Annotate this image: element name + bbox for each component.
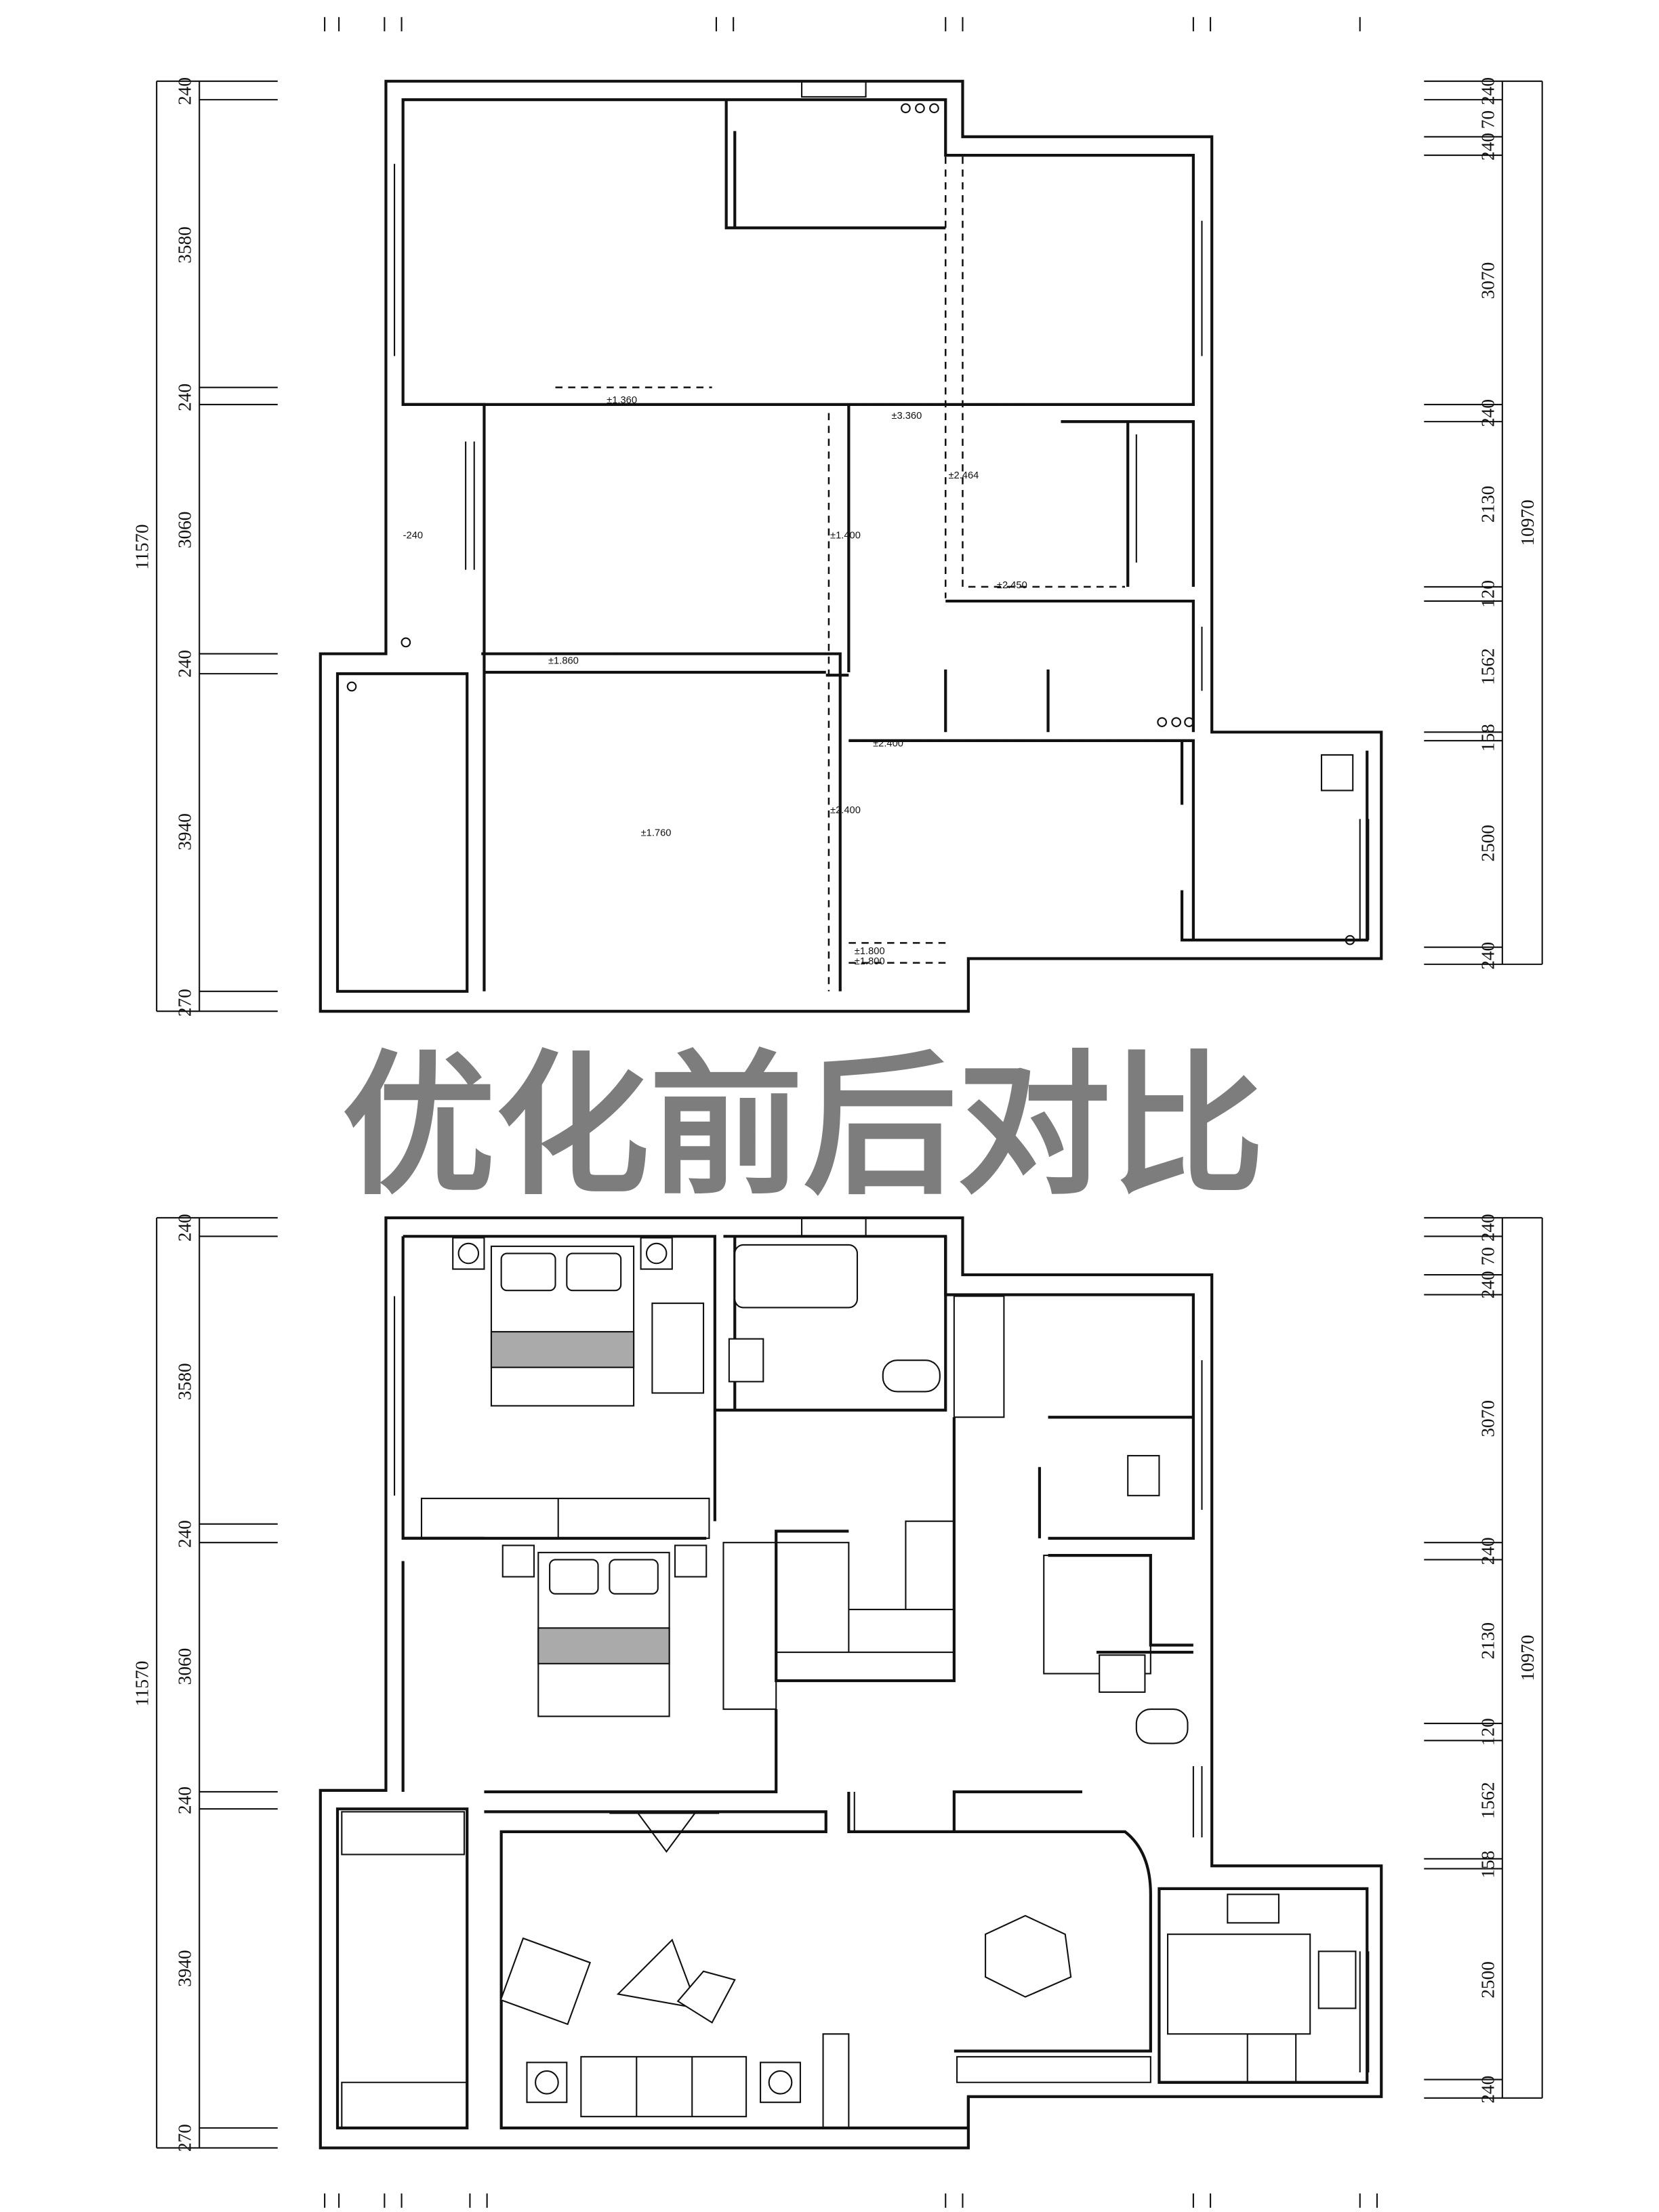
left-dimensions [156, 80, 278, 2149]
bathtub [734, 1244, 859, 1309]
dim-label: 158 [1477, 1851, 1498, 1879]
dim-label: 11570 [132, 524, 152, 569]
after-plan [319, 1216, 1383, 2150]
before-plan: ±1.360 ±3.360 ±2.464 -240 ±1.400 ±2.450 … [319, 79, 1383, 1013]
dim-label: 240 [175, 384, 195, 411]
dim-label: 240 [1477, 399, 1498, 427]
level-mark: ±2.400 [830, 805, 861, 816]
dim-label: 270 [175, 989, 195, 1017]
dim-label: 2130 [1477, 1622, 1498, 1660]
dim-label: 240 [1477, 1537, 1498, 1565]
dim-label: 240 [175, 1520, 195, 1548]
dim-label: 3060 [175, 1648, 195, 1685]
dim-label: 240 [175, 650, 195, 678]
dim-label: 10970 [1517, 1635, 1538, 1681]
kitchen-counter [1167, 1933, 1311, 2035]
dim-label: 240 [175, 77, 195, 105]
dim-label: 158 [1477, 724, 1498, 752]
level-mark: ±2.400 [873, 738, 903, 749]
level-mark: ±1.760 [641, 828, 672, 839]
level-mark: ±1.800 [855, 946, 885, 957]
coffee-table [616, 1938, 699, 2009]
dimension-labels: 11570 240 3580 240 3060 240 3940 270 115… [132, 77, 1538, 2152]
dim-label: 11570 [132, 1661, 152, 1706]
dining-table [985, 1914, 1072, 1998]
toilet [882, 1359, 941, 1393]
dim-label: 3060 [175, 512, 195, 549]
frame-ticks [324, 17, 1378, 2208]
dim-label: 240 [1477, 133, 1498, 161]
bed-master [452, 1237, 673, 1407]
dim-label: 240 [1477, 77, 1498, 105]
level-mark: ±2.464 [948, 470, 979, 481]
dim-label: 2130 [1477, 486, 1498, 523]
page-title: 优化前后对比 [342, 1036, 1265, 1216]
sink [728, 1338, 764, 1382]
level-mark: ±1.800 [855, 956, 885, 967]
dim-label: 240 [1477, 2076, 1498, 2104]
sink-2 [1099, 1654, 1146, 1693]
dim-label: 240 [1477, 1271, 1498, 1298]
cooktop [1227, 1893, 1280, 1924]
level-marks: ±1.360 ±3.360 ±2.464 -240 ±1.400 ±2.450 … [403, 395, 1027, 967]
dim-label: 70 [1477, 110, 1498, 129]
dim-label: 240 [175, 1214, 195, 1242]
level-mark: ±1.860 [548, 655, 579, 666]
level-mark: ±3.360 [891, 411, 922, 422]
kitchen-sink [1317, 1950, 1357, 2009]
sofa [580, 2055, 747, 2118]
level-mark: ±1.360 [607, 395, 637, 406]
level-mark: ±1.400 [830, 530, 861, 541]
dim-label: 240 [1477, 1214, 1498, 1242]
dim-label: 3940 [175, 813, 195, 851]
level-mark: ±2.450 [997, 580, 1027, 591]
dim-label: 240 [1477, 942, 1498, 970]
dim-label: 120 [1477, 580, 1498, 608]
dim-label: 3580 [175, 1363, 195, 1400]
dim-label: 70 [1477, 1247, 1498, 1265]
level-mark: -240 [403, 530, 423, 541]
bed-second [501, 1544, 708, 1717]
dim-label: 120 [1477, 1718, 1498, 1746]
dim-label: 3580 [175, 226, 195, 264]
dim-label: 240 [175, 1786, 195, 1814]
armchair [499, 1937, 592, 2026]
dim-label: 2500 [1477, 825, 1498, 862]
desk [651, 1303, 705, 1394]
dim-label: 3070 [1477, 262, 1498, 300]
laundry-cabinet [341, 1811, 466, 1856]
toilet-2 [1135, 1708, 1189, 1744]
dim-label: 10970 [1517, 499, 1538, 546]
right-dimensions [1424, 80, 1543, 2099]
dim-label: 270 [175, 2124, 195, 2152]
dim-label: 2500 [1477, 1961, 1498, 1999]
dim-label: 1562 [1477, 648, 1498, 685]
dim-label: 1562 [1477, 1782, 1498, 1819]
dim-label: 3070 [1477, 1400, 1498, 1437]
dim-label: 3940 [175, 1950, 195, 1987]
washing-machine [1127, 1454, 1160, 1496]
